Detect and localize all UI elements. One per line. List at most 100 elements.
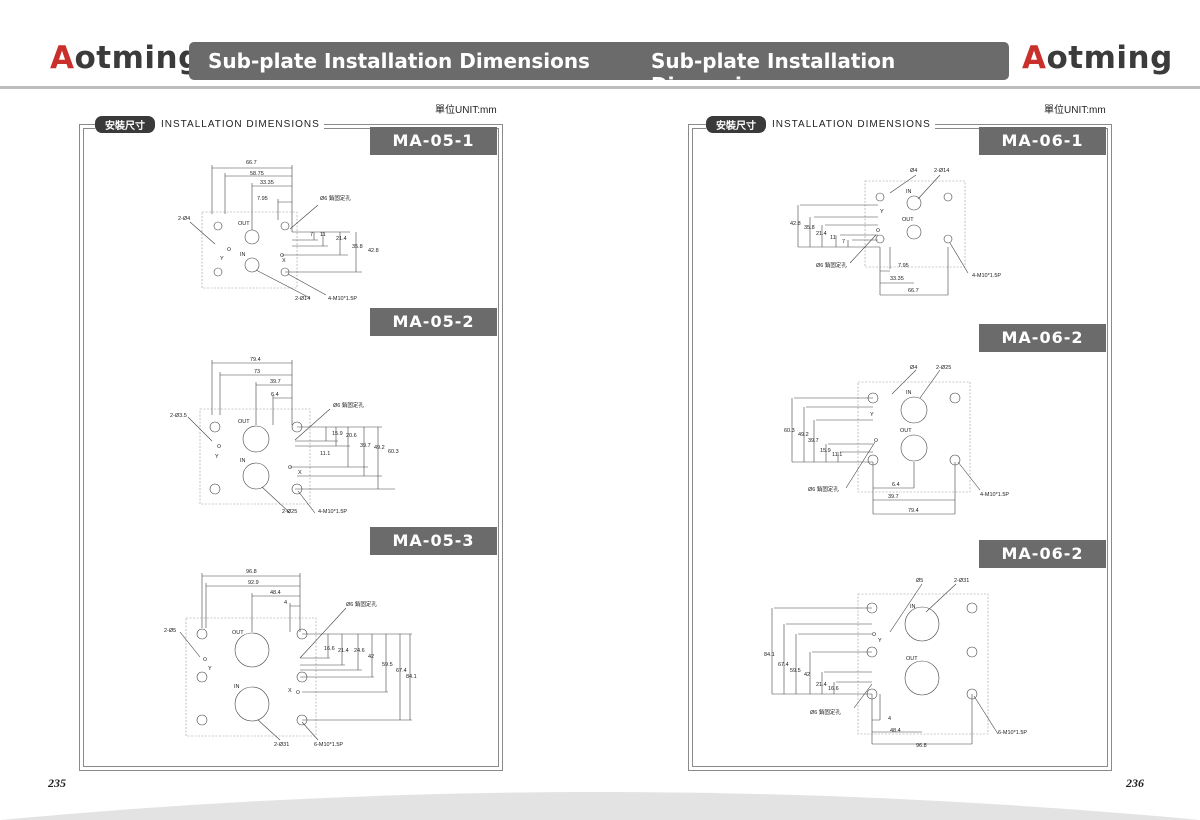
dim-v: 35.8 — [804, 225, 815, 231]
label-hole: Ø4 — [910, 168, 917, 174]
label-y: Y — [880, 209, 884, 215]
dim-v: 15.9 — [332, 431, 343, 437]
dim-h: 4 — [888, 716, 891, 722]
label-ports: 2-Ø31 — [274, 742, 289, 748]
label-x: X — [288, 688, 292, 694]
dim-h: 7.95 — [898, 263, 909, 269]
label-in: IN — [234, 684, 240, 690]
dim-v: 39.7 — [808, 438, 819, 444]
dim-v: 60.3 — [784, 428, 795, 434]
right-section-tag: 安裝尺寸 INSTALLATION DIMENSIONS — [706, 115, 935, 133]
dim-v: 49.2 — [374, 445, 385, 451]
drawing-ma-05-3: 96.8 92.9 48.4 4 16.6 21.4 24.6 42 59.5 … — [164, 569, 417, 748]
label-ports: 2-Ø14 — [934, 168, 949, 174]
brand-prefix: A — [50, 40, 75, 76]
label-x: X — [298, 470, 302, 476]
label-y: Y — [878, 638, 882, 644]
label-pin: Ø6 銷固定孔 — [346, 600, 377, 608]
label-bolts: 4-M10*1.5P — [972, 273, 1001, 279]
label-out: OUT — [238, 221, 250, 227]
dim-h: 4 — [284, 600, 287, 606]
label-y: Y — [220, 256, 224, 262]
dim-v: 7 — [310, 232, 313, 238]
dim-h: 39.7 — [888, 494, 899, 500]
dim-v: 7 — [842, 239, 845, 245]
dim-h: 66.7 — [908, 288, 919, 294]
label-bolts: 6-M10*1.5P — [998, 730, 1027, 736]
brand-rest: otming — [1046, 40, 1173, 76]
dim-v: 15.9 — [820, 448, 831, 454]
dim-h: 39.7 — [270, 379, 281, 385]
label-x: X — [282, 258, 286, 264]
label-pin: Ø6 銷固定孔 — [320, 194, 351, 202]
label-hole: Ø4 — [910, 365, 917, 371]
drawing-ma-05-2: 79.4 73 39.7 6.4 11.1 15.9 20.6 39.7 49.… — [170, 357, 399, 515]
dim-h: 92.9 — [248, 580, 259, 586]
label-hole: Ø5 — [916, 578, 923, 584]
label-in: IN — [240, 458, 246, 464]
dim-h: 66.7 — [246, 160, 257, 166]
dim-h: 7.95 — [257, 196, 268, 202]
label-out: OUT — [232, 630, 244, 636]
dim-h: 6.4 — [271, 392, 279, 398]
dim-v: 16.6 — [324, 646, 335, 652]
label-out: OUT — [902, 217, 914, 223]
label-ports: 2-Ø25 — [936, 365, 951, 371]
dim-v: 60.3 — [388, 449, 399, 455]
brand-prefix: A — [1022, 40, 1047, 76]
dim-v: 11.1 — [320, 451, 330, 457]
dim-v: 35.8 — [352, 244, 363, 250]
dim-v: 24.6 — [354, 648, 365, 654]
dim-v: 84.1 — [406, 674, 417, 680]
brand-rest: otming — [74, 40, 201, 76]
section-tag: 安裝尺寸 — [95, 115, 155, 133]
dim-h: 73 — [254, 369, 260, 375]
dim-v: 84.1 — [764, 652, 775, 658]
dim-v: 21.4 — [816, 231, 827, 237]
model-bar-ma-05-3: MA-05-3 — [370, 527, 497, 555]
left-section-tag: 安裝尺寸 INSTALLATION DIMENSIONS — [95, 115, 324, 133]
label-in: IN — [240, 252, 246, 258]
dim-v: 20.6 — [346, 433, 357, 439]
dim-v: 11 — [320, 232, 326, 238]
dim-v: 42.8 — [790, 221, 801, 227]
label-in: IN — [906, 189, 912, 195]
dim-v: 42.8 — [368, 248, 379, 254]
label-y: Y — [215, 454, 219, 460]
label-y: Y — [208, 666, 212, 672]
label-out: OUT — [906, 656, 918, 662]
model-bar-ma-06-1: MA-06-1 — [979, 127, 1106, 155]
unit-label-right: 單位UNIT:mm — [1044, 105, 1106, 116]
dim-h: 48.4 — [890, 728, 901, 734]
dim-v: 42 — [368, 654, 374, 660]
model-bar-ma-06-2: MA-06-2 — [979, 324, 1106, 352]
dim-h: 48.4 — [270, 590, 281, 596]
left-frame — [79, 124, 503, 771]
label-holes: 2-Ø3.5 — [170, 413, 187, 419]
header-bar: Sub-plate Installation Dimensions Sub-pl… — [189, 42, 1009, 97]
dim-v: 11.1 — [832, 452, 842, 458]
drawing-ma-06-2: Ø4 2-Ø25 4-M10*1.5P Ø6 銷固定孔 6.4 39.7 79.… — [784, 365, 1009, 515]
label-y: Y — [870, 412, 874, 418]
label-bolts: 4-M10*1.5P — [318, 509, 347, 515]
drawing-ma-05-1: 66.7 58.75 33.35 7.95 7 11 21.4 35.8 42.… — [178, 160, 379, 302]
drawing-ma-06-1: Ø4 2-Ø14 4-M10*1.5P Ø6 銷固定孔 7.95 33.35 6… — [790, 168, 1001, 296]
dim-v: 16.6 — [828, 686, 839, 692]
label-bolts: 4-M10*1.5P — [980, 492, 1009, 498]
dim-v: 59.5 — [382, 662, 393, 668]
dim-v: 39.7 — [360, 443, 371, 449]
label-bolts: 6-M10*1.5P — [314, 742, 343, 748]
footer-swoosh — [0, 792, 1200, 820]
label-pin: Ø6 銷固定孔 — [333, 401, 364, 409]
header-divider — [0, 86, 1200, 89]
dim-h: 96.8 — [246, 569, 257, 575]
dim-h: 79.4 — [908, 508, 919, 514]
dim-v: 21.4 — [338, 648, 349, 654]
drawing-ma-06-2b: Ø5 2-Ø31 6-M10*1.5P Ø6 銷固定孔 4 48.4 96.8 … — [764, 578, 1027, 749]
dim-v: 11 — [830, 235, 836, 241]
section-label: INSTALLATION DIMENSIONS — [161, 118, 320, 130]
dim-h: 79.4 — [250, 357, 261, 363]
dim-v: 21.4 — [816, 682, 827, 688]
label-pin: Ø6 銷固定孔 — [816, 261, 847, 269]
label-pin: Ø6 銷固定孔 — [808, 485, 839, 493]
